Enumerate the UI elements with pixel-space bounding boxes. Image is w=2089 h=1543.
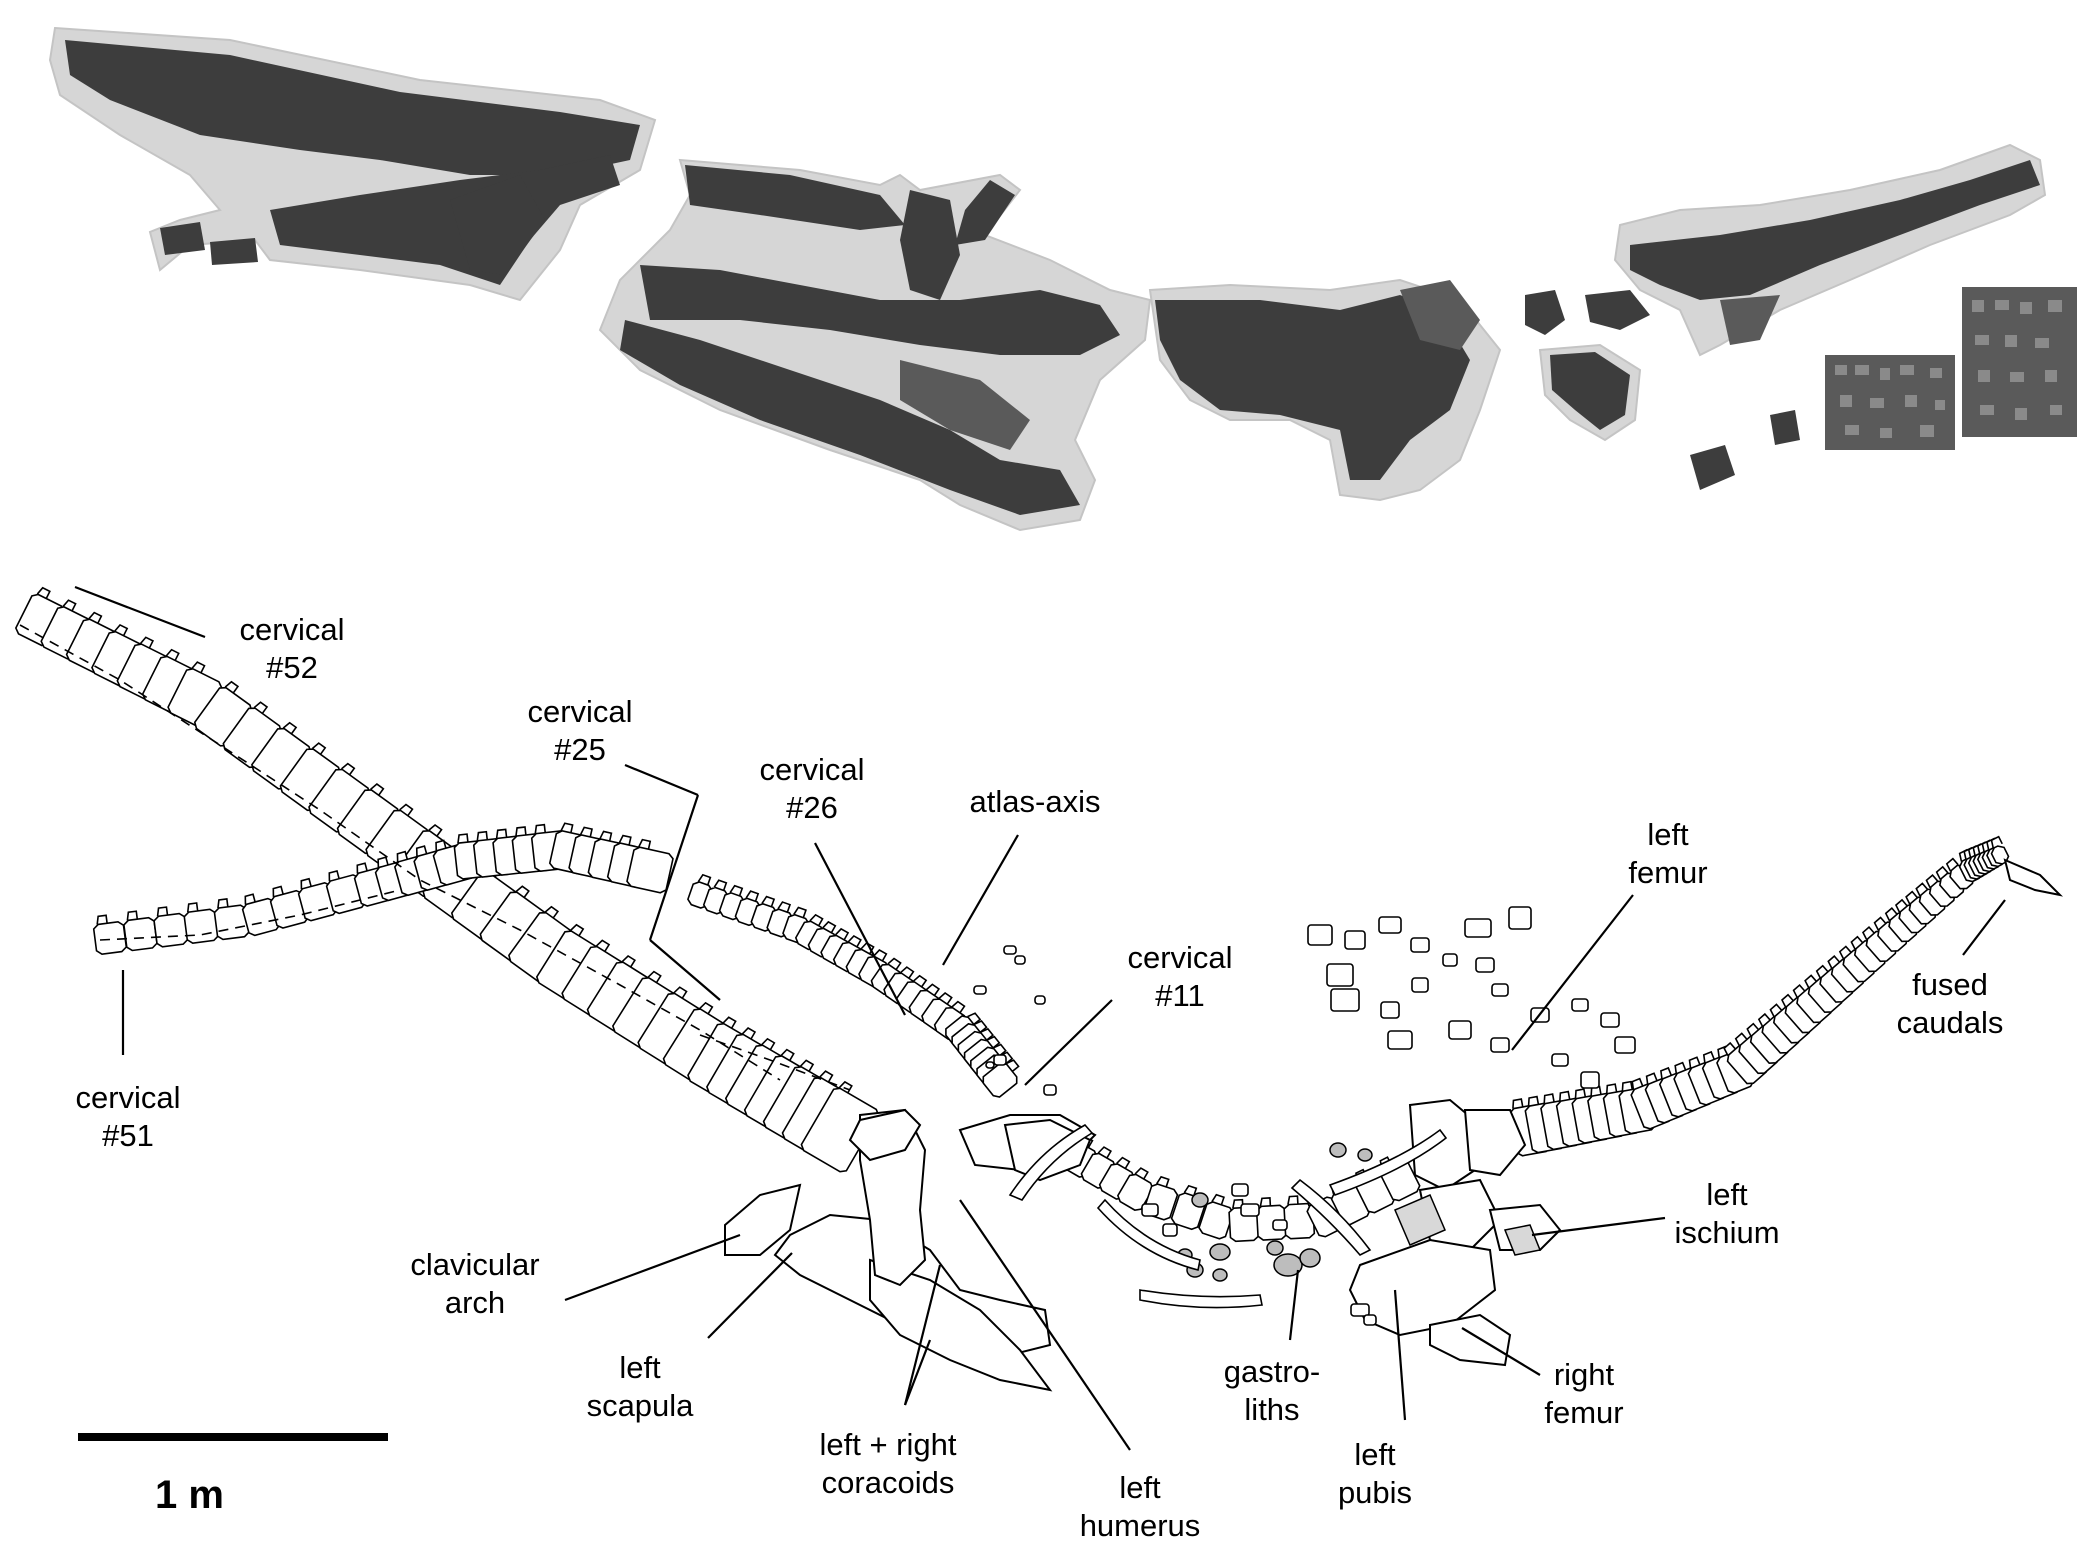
label-cervical-11-line-2: #11 (1155, 978, 1204, 1013)
label-atlas-axis-line-1: atlas-axis (970, 784, 1101, 819)
upper-neck-vertebrae (14, 586, 880, 1173)
bone-fragment (1162, 1223, 1178, 1237)
vertebra (1198, 1193, 1235, 1240)
label-left-humerus-line-1: left (1119, 1470, 1161, 1505)
pectoral-girdle (724, 1108, 1097, 1392)
gastrolith-stones (1177, 1142, 1373, 1282)
bone-fragment (1240, 1203, 1260, 1217)
vertebra (982, 1059, 1020, 1098)
bone-fragment (1442, 953, 1458, 967)
bone-fragment (1508, 906, 1532, 930)
bone-fragment (1378, 916, 1402, 934)
label-left-pubis-line-2: pubis (1338, 1475, 1412, 1510)
bone-fragment (1491, 983, 1509, 997)
bone-fragment (1363, 1314, 1377, 1326)
bone-fragment (1614, 1036, 1636, 1054)
label-right-femur-line-2: femur (1544, 1395, 1623, 1430)
specimen-photograph (48, 26, 2077, 532)
label-left-pubis-line-1: left (1354, 1437, 1396, 1472)
bone-fragment (1571, 998, 1589, 1012)
photo-block-2 (598, 158, 1152, 532)
vertebra (1170, 1184, 1207, 1231)
label-left-ischium-line-2: ischium (1674, 1215, 1779, 1250)
label-left-scapula-line-2: scapula (587, 1388, 695, 1423)
bone-fragment (1380, 1001, 1400, 1019)
bone-fragment (985, 1061, 995, 1069)
pelvic-girdle (1348, 1098, 1562, 1367)
bone-fragment (1043, 1084, 1057, 1096)
label-clavicular-arch-line-1: clavicular (410, 1247, 539, 1282)
photo-block-1 (48, 26, 657, 302)
label-left-right-coracoids-line-1: left + right (820, 1427, 957, 1462)
ribs (1008, 1123, 1448, 1309)
label-clavicular-arch-line-2: arch (445, 1285, 505, 1320)
label-cervical-25-line-1: cervical (527, 694, 632, 729)
label-cervical-52-line-2: #52 (266, 650, 318, 685)
bone-fragment (1326, 963, 1354, 987)
label-gastroliths-line-1: gastro- (1224, 1354, 1320, 1389)
bone-fragment (1580, 1071, 1600, 1089)
photo-block-4 (1613, 143, 2047, 357)
vertebra (1990, 835, 2010, 865)
vertebra (213, 898, 250, 941)
bone-fragment (1003, 945, 1017, 955)
label-gastroliths-line-2: liths (1244, 1392, 1299, 1427)
label-left-right-coracoids-line-2: coracoids (822, 1465, 955, 1500)
skeleton-line-drawing (14, 586, 2064, 1392)
label-left-scapula-line-1: left (619, 1350, 661, 1385)
bone-fragment (993, 1054, 1007, 1066)
label-cervical-51-line-1: cervical (75, 1080, 180, 1115)
bone-fragment (1350, 1303, 1370, 1317)
vertebra (1255, 1197, 1288, 1241)
scale-bar: 1 m (78, 1433, 388, 1517)
bone-fragment (1344, 930, 1366, 950)
scale-bar-label: 1 m (155, 1473, 224, 1517)
vertebra (153, 906, 189, 948)
vertebra (1283, 1195, 1316, 1240)
label-left-humerus-line-2: humerus (1080, 1508, 1201, 1543)
scattered-fragments (973, 906, 1636, 1326)
bone-fragment (1014, 955, 1026, 965)
bone-fragment (1410, 937, 1430, 953)
photo-block-3 (1148, 278, 1502, 502)
bone-fragment (973, 985, 987, 995)
vertebra (1116, 1167, 1154, 1211)
fused-caudal-tip (2003, 858, 2064, 897)
caudal-vertebrae (1508, 835, 2010, 1157)
label-cervical-51-line-2: #51 (102, 1118, 154, 1153)
bone-fragment (1387, 1030, 1413, 1050)
photo-small-blocks (1525, 290, 1800, 490)
bone-fragment (1490, 1037, 1510, 1053)
bone-fragment (1551, 1053, 1569, 1067)
bone-fragment (1464, 918, 1492, 938)
label-left-femur-line-1: left (1647, 817, 1689, 852)
label-left-ischium-line-1: left (1706, 1177, 1748, 1212)
bone-fragment (1307, 924, 1333, 946)
vertebra (92, 914, 128, 955)
label-fused-caudals-line-1: fused (1912, 967, 1988, 1002)
bone-fragment (1448, 1020, 1472, 1040)
label-cervical-11-line-1: cervical (1127, 940, 1232, 975)
bone-fragment (1231, 1183, 1249, 1197)
bone-fragment (1141, 1203, 1159, 1217)
bone-fragment (1034, 995, 1046, 1005)
gastrolith-trays (1825, 287, 2077, 450)
bone-fragment (1272, 1219, 1288, 1231)
leader-lines (74, 585, 2006, 1451)
bone-fragment (1411, 977, 1429, 993)
vertebra (183, 902, 220, 944)
label-fused-caudals-line-2: caudals (1897, 1005, 2004, 1040)
label-cervical-52-line-1: cervical (239, 612, 344, 647)
bone-fragment (1330, 988, 1360, 1012)
label-left-femur-line-2: femur (1628, 855, 1707, 890)
bone-fragment (1600, 1012, 1620, 1028)
label-cervical-25-line-2: #25 (554, 732, 606, 767)
label-cervical-26-line-2: #26 (786, 790, 838, 825)
bone-fragment (1475, 957, 1495, 973)
label-right-femur-line-1: right (1554, 1357, 1615, 1392)
vertebra (123, 910, 158, 952)
label-cervical-26-line-1: cervical (759, 752, 864, 787)
